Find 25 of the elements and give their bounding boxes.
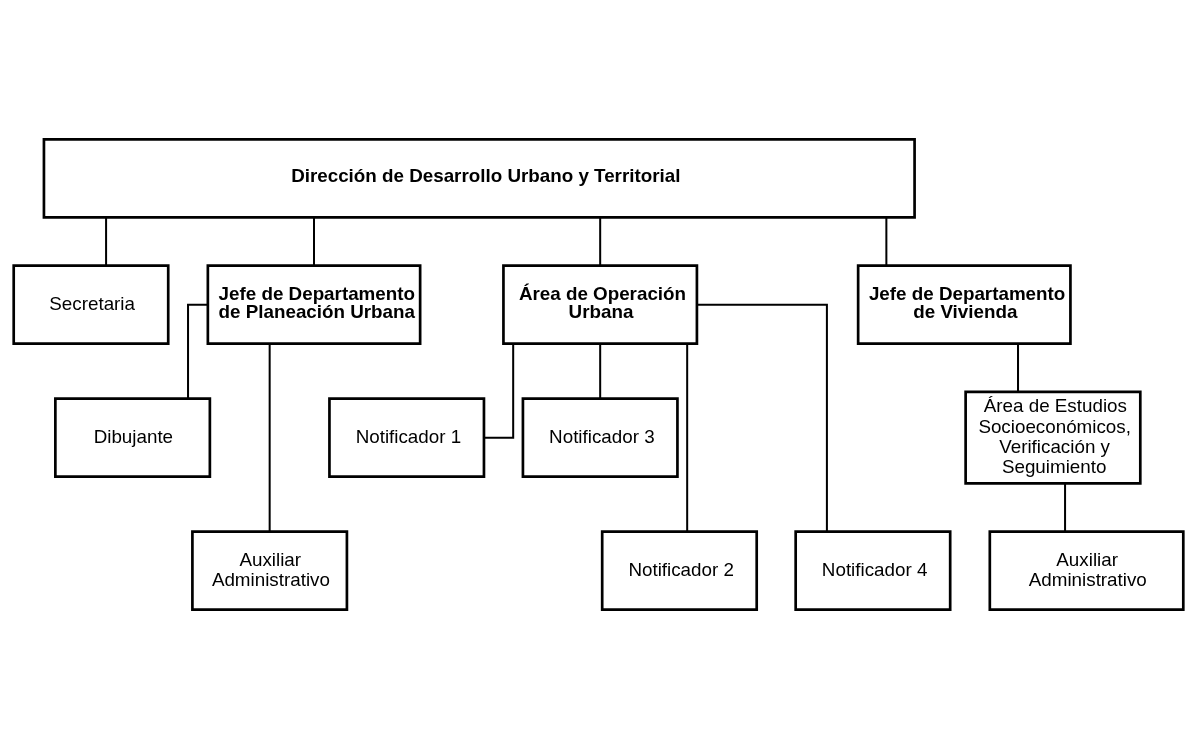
connector bbox=[885, 217, 888, 266]
node-box: Notificador 4 bbox=[794, 530, 952, 611]
connector bbox=[484, 343, 515, 439]
node-box: Notificador 3 bbox=[521, 397, 679, 478]
node-box: Dibujante bbox=[54, 397, 212, 478]
connector bbox=[313, 217, 315, 266]
node-box: Área de Estudios Socioeconómicos, Verificación y Seguimiento bbox=[964, 390, 1142, 485]
connector bbox=[105, 217, 108, 266]
node-box: Jefe de Departamento de Planeación Urbana bbox=[206, 264, 422, 345]
connector bbox=[599, 343, 602, 399]
node-box: Notificador 1 bbox=[328, 397, 486, 478]
connector bbox=[1064, 483, 1067, 532]
node-box: Área de Operación Urbana bbox=[502, 264, 699, 345]
connector bbox=[599, 217, 602, 266]
node-box: Dirección de Desarrollo Urbano y Territorial bbox=[42, 138, 916, 219]
connector bbox=[697, 303, 828, 532]
connector bbox=[187, 303, 208, 399]
node-box: Secretaria bbox=[12, 264, 170, 345]
connector bbox=[1017, 343, 1020, 392]
connector bbox=[268, 343, 271, 532]
node-box: Auxiliar Administrativo bbox=[988, 530, 1185, 611]
node-box: Notificador 2 bbox=[600, 530, 759, 611]
node-box: Auxiliar Administrativo bbox=[191, 530, 349, 611]
node-box: Jefe de Departamento de Vivienda bbox=[856, 264, 1072, 345]
connector bbox=[686, 343, 689, 532]
